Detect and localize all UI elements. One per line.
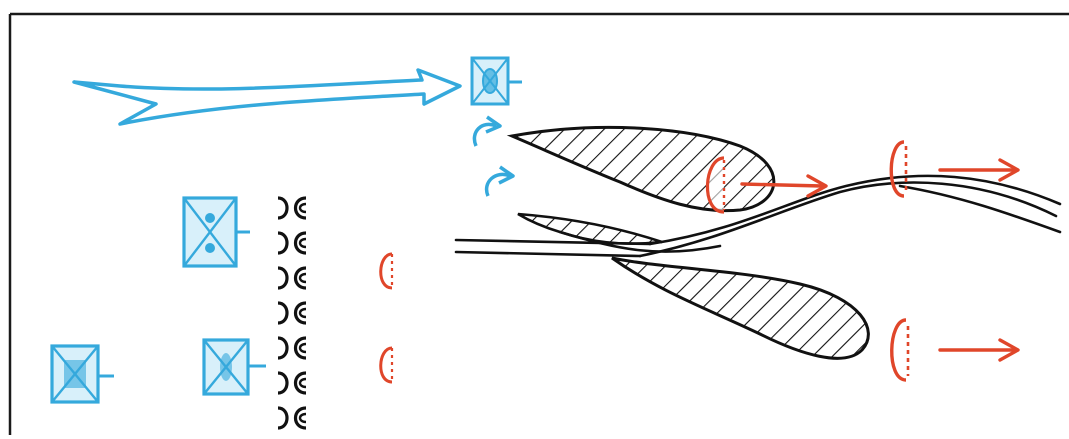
red-cell-icon-left-upper <box>379 252 394 290</box>
red-cell-icon-left-lower <box>379 346 394 384</box>
figure-frame <box>8 12 1069 435</box>
dendritic-cell-icon-top <box>470 56 522 106</box>
cytokine-pair-icon <box>277 231 307 255</box>
channel-tube <box>454 174 1062 258</box>
cytokine-pair-icon <box>277 406 307 430</box>
dendritic-cell-icon-bottom-left <box>50 344 114 404</box>
cytokine-pair-icon <box>277 301 307 325</box>
upper-hatched-lobe <box>506 125 776 213</box>
cytokine-pair-icon <box>277 266 307 290</box>
small-curved-arrow-icon-2 <box>484 165 515 197</box>
red-flow-arrow-2 <box>938 158 1020 182</box>
cytokine-pair-icon <box>277 336 307 360</box>
incoming-arrow-icon <box>72 68 462 126</box>
red-cell-icon-upper-right <box>889 140 908 198</box>
lower-hatched-lobe <box>611 256 870 360</box>
red-cell-icon-in-lobe <box>705 156 726 214</box>
red-cell-icon-lower-right <box>890 318 910 382</box>
red-flow-arrow-3 <box>938 338 1020 362</box>
cytokine-pair-icon <box>277 371 307 395</box>
small-curved-arrow-icon-1 <box>472 115 502 147</box>
cytokine-pair-column <box>277 196 307 430</box>
dendritic-cell-icon-large <box>182 196 250 268</box>
dendritic-cell-icon-bottom-middle <box>202 338 266 396</box>
red-flow-arrow-1 <box>740 174 828 198</box>
cytokine-pair-icon <box>277 196 307 220</box>
